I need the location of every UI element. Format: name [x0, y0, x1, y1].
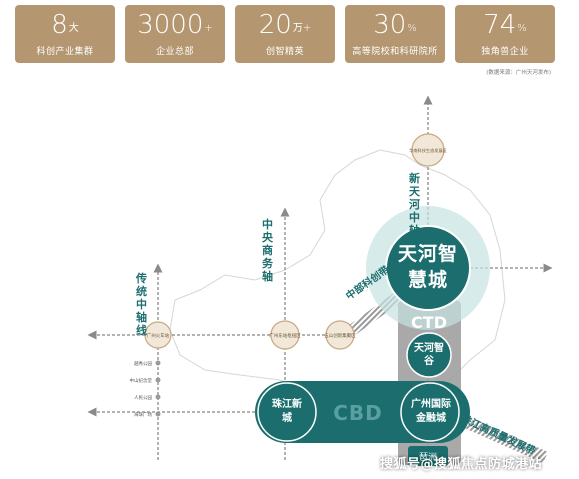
stat-label: 创智精英 [265, 47, 304, 57]
pazhou-label: 琶洲 [418, 453, 437, 463]
stat-label: 独角兽企业 [481, 47, 529, 57]
zhujiang-newtown-node [257, 382, 317, 442]
cbd-label: CBD [333, 401, 383, 425]
source-note: (数据来源：广州天河发布) [486, 70, 551, 76]
gz-station-node [144, 321, 172, 349]
gz-ifc-node [400, 382, 460, 442]
gz-east-station-node [270, 320, 300, 350]
gz-east-station-label: 广州东站枢纽区 [269, 332, 301, 339]
stats-bar: 8大 科创产业集群 3000+ 企业总部 20万+ 创智精英 30% 高等院校和… [15, 5, 555, 63]
landmark-dots [155, 360, 161, 417]
landmark-renmin: 人民公园 [134, 395, 152, 401]
stat-value: 8大 [51, 10, 79, 40]
stat-value: 3000+ [137, 10, 213, 40]
stat-value: 20万+ [258, 10, 312, 40]
stat-label: 企业总部 [155, 47, 194, 57]
stat-value: 30% [373, 10, 417, 40]
gz-ifc-label: 广州国际金融城 [411, 399, 451, 424]
pearl-river-belt [460, 415, 548, 463]
central-business-axis-label: 中央商务轴 [262, 218, 273, 283]
landmark-yuexiu: 越秀公园 [134, 360, 152, 367]
stat-label: 高等院校和科研院所 [352, 47, 438, 57]
stat-card-unicorns: 74% 独角兽企业 [455, 5, 555, 63]
traditional-axis-label: 传统中轴线 [136, 272, 147, 337]
wushan-label: 五山创新集聚区 [324, 332, 356, 339]
watermark: 搜狐号@搜狐焦点防城港站 [380, 457, 543, 472]
landmark-haizhu: 海珠广场 [134, 411, 152, 418]
stat-card-clusters: 8大 科创产业集群 [15, 5, 115, 63]
stat-card-hq: 3000+ 企业总部 [125, 5, 225, 63]
ctd-label: CTD [411, 313, 447, 332]
stat-label: 科创产业集群 [36, 47, 94, 57]
tianhe-smart-city-node [385, 225, 471, 311]
district-outline [169, 149, 506, 411]
huanan-ecology-node [411, 133, 445, 167]
new-tianhe-axis-label: 新天河中轴 [409, 172, 420, 237]
zhujiang-newtown-label: 珠江新城 [272, 399, 302, 424]
stat-card-talent: 20万+ 创智精英 [235, 5, 335, 63]
landmark-zhongshan: 中山纪念堂 [130, 377, 153, 384]
gz-station-label: 广州火车站 [147, 332, 170, 339]
huanan-ecology-label: 华南科技生态发展区 [409, 147, 447, 154]
tianhe-smart-city-label: 天河智慧城 [397, 243, 458, 291]
pazhou-block [408, 446, 448, 466]
stat-value: 74% [483, 10, 527, 40]
stat-card-universities: 30% 高等院校和科研院所 [345, 5, 445, 63]
wushan-node [325, 320, 355, 350]
tianhe-zhigu-node [406, 332, 452, 378]
tianhe-zhigu-label: 天河智谷 [414, 343, 444, 367]
